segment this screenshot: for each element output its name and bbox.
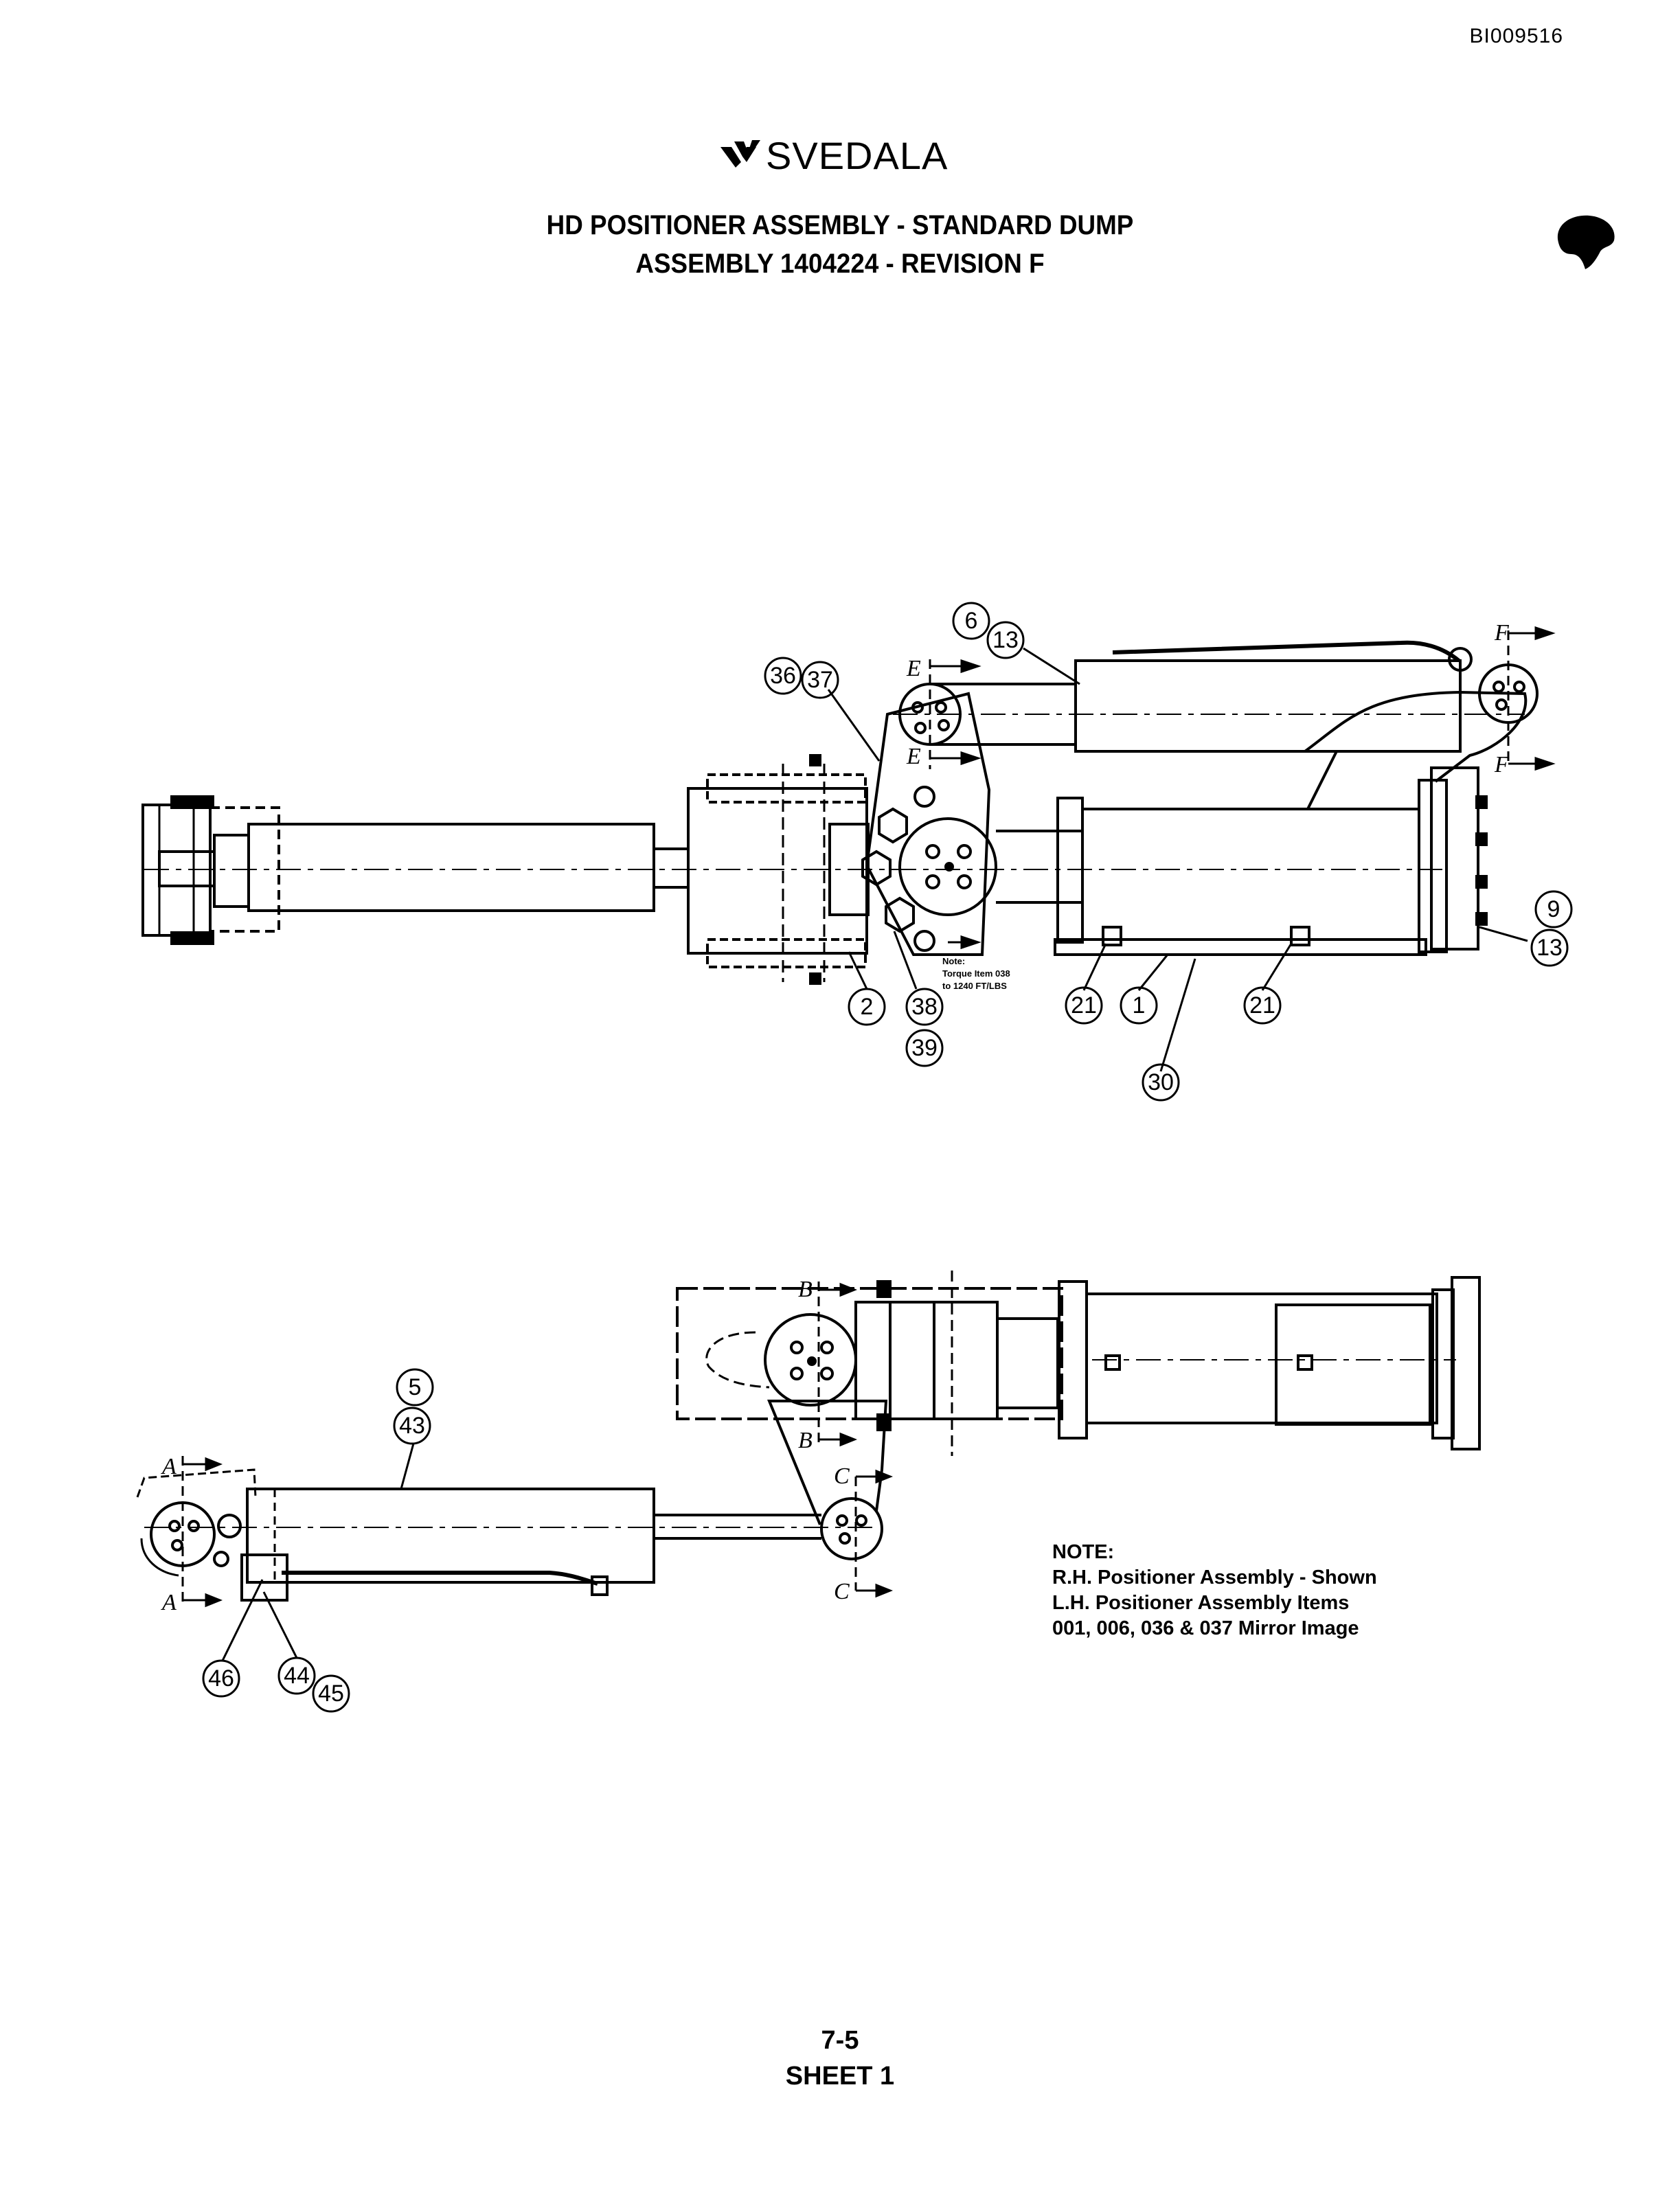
note-heading: NOTE: xyxy=(1052,1541,1115,1563)
svg-text:43: 43 xyxy=(399,1413,425,1439)
svg-text:E: E xyxy=(906,656,921,681)
balloon-21: 21 xyxy=(1065,986,1103,1025)
svg-text:B: B xyxy=(798,1428,813,1453)
logo-mark-icon xyxy=(720,140,760,168)
page-footer: 7-5 SHEET 1 xyxy=(0,2023,1680,2094)
bottom-section-labels: A A B B C C xyxy=(161,1277,850,1615)
main-housing xyxy=(1081,808,1420,941)
svg-text:38: 38 xyxy=(911,994,938,1020)
balloon-1: 1 xyxy=(1120,986,1158,1025)
svg-text:C: C xyxy=(834,1464,850,1489)
svg-text:13: 13 xyxy=(992,627,1019,653)
balloon-39: 39 xyxy=(905,1029,944,1067)
svg-text:2: 2 xyxy=(861,994,874,1020)
svg-text:1: 1 xyxy=(1133,992,1146,1018)
torque-note: Note: Torque Item 038 to 1240 FT/LBS xyxy=(942,956,1010,991)
svg-text:21: 21 xyxy=(1071,992,1097,1018)
svg-text:A: A xyxy=(161,1590,177,1615)
svg-text:A: A xyxy=(161,1454,177,1479)
sheet-number: SHEET 1 xyxy=(785,2062,895,2091)
top-view: 6 13 36 37 9 13 2 38 39 21 1 21 30 Note:… xyxy=(141,602,1573,1102)
balloon-30: 30 xyxy=(1142,1063,1180,1102)
balloon-21b: 21 xyxy=(1243,986,1282,1025)
title-line-2: ASSEMBLY 1404224 - REVISION F xyxy=(635,249,1045,279)
svg-text:44: 44 xyxy=(284,1663,310,1689)
balloon-13b: 13 xyxy=(1530,929,1569,967)
positioner-cylinder xyxy=(246,1488,655,1584)
lever-plate xyxy=(865,692,991,956)
balloon-9: 9 xyxy=(1534,890,1573,929)
svg-text:F: F xyxy=(1494,752,1510,777)
page-number: 7-5 xyxy=(821,2026,859,2055)
note-line-1: R.H. Positioner Assembly - Shown xyxy=(1052,1567,1377,1589)
svg-text:9: 9 xyxy=(1547,896,1560,922)
balloon-37: 37 xyxy=(801,661,839,699)
balloon-44: 44 xyxy=(277,1656,316,1695)
svg-text:5: 5 xyxy=(409,1374,422,1400)
svg-text:Note:: Note: xyxy=(942,956,965,966)
bracket-outline xyxy=(676,1287,1063,1420)
lower-housing xyxy=(1085,1293,1438,1424)
balloon-36: 36 xyxy=(764,657,802,695)
logo-wordmark: SVEDALA xyxy=(766,134,948,177)
lower-pin xyxy=(820,1497,883,1560)
balloon-46: 46 xyxy=(202,1659,240,1698)
note-line-3: 001, 006, 036 & 037 Mirror Image xyxy=(1052,1617,1359,1639)
svg-text:to 1240 FT/LBS: to 1240 FT/LBS xyxy=(942,981,1007,991)
svg-text:F: F xyxy=(1494,620,1510,646)
svg-text:13: 13 xyxy=(1536,935,1563,961)
svg-text:36: 36 xyxy=(770,663,796,689)
page-title: HD POSITIONER ASSEMBLY - STANDARD DUMP A… xyxy=(67,206,1613,283)
svg-text:45: 45 xyxy=(318,1681,344,1707)
balloon-43: 43 xyxy=(393,1407,431,1445)
svg-text:21: 21 xyxy=(1249,992,1275,1018)
note-line-2: L.H. Positioner Assembly Items xyxy=(1052,1592,1350,1614)
svg-text:6: 6 xyxy=(965,608,978,634)
bottom-view-balloons: 5 43 46 44 45 xyxy=(202,1368,434,1713)
svg-text:46: 46 xyxy=(208,1665,234,1692)
balloon-5: 5 xyxy=(396,1368,434,1407)
balloon-6: 6 xyxy=(952,602,990,640)
svg-text:B: B xyxy=(798,1277,813,1302)
svg-text:Torque Item 038: Torque Item 038 xyxy=(942,968,1010,979)
balloon-45: 45 xyxy=(312,1674,350,1713)
bottom-view: 5 43 46 44 45 A A B B C C xyxy=(136,1271,1481,1713)
svedala-logo: SVEDALA xyxy=(0,130,1680,185)
top-section-labels: E E F F xyxy=(906,620,1510,777)
top-view-balloons: 6 13 36 37 9 13 2 38 39 21 1 21 30 xyxy=(764,602,1573,1102)
balloon-13: 13 xyxy=(986,621,1025,659)
upper-cylinder xyxy=(1074,659,1462,753)
main-pivot-pin xyxy=(898,817,997,916)
svg-text:C: C xyxy=(834,1579,850,1604)
mount-bracket xyxy=(687,787,868,955)
title-line-1: HD POSITIONER ASSEMBLY - STANDARD DUMP xyxy=(546,210,1134,240)
mirror-image-note: NOTE: R.H. Positioner Assembly - Shown L… xyxy=(1052,1540,1377,1641)
svg-text:30: 30 xyxy=(1148,1069,1174,1095)
document-id: BI009516 xyxy=(1469,25,1563,47)
ink-blot-mark xyxy=(1557,215,1615,269)
svg-text:37: 37 xyxy=(807,667,833,693)
svg-text:E: E xyxy=(906,744,921,769)
cylinder-barrel xyxy=(247,823,655,912)
balloon-38: 38 xyxy=(905,988,944,1026)
balloon-2: 2 xyxy=(848,988,886,1026)
svg-text:39: 39 xyxy=(911,1035,938,1061)
